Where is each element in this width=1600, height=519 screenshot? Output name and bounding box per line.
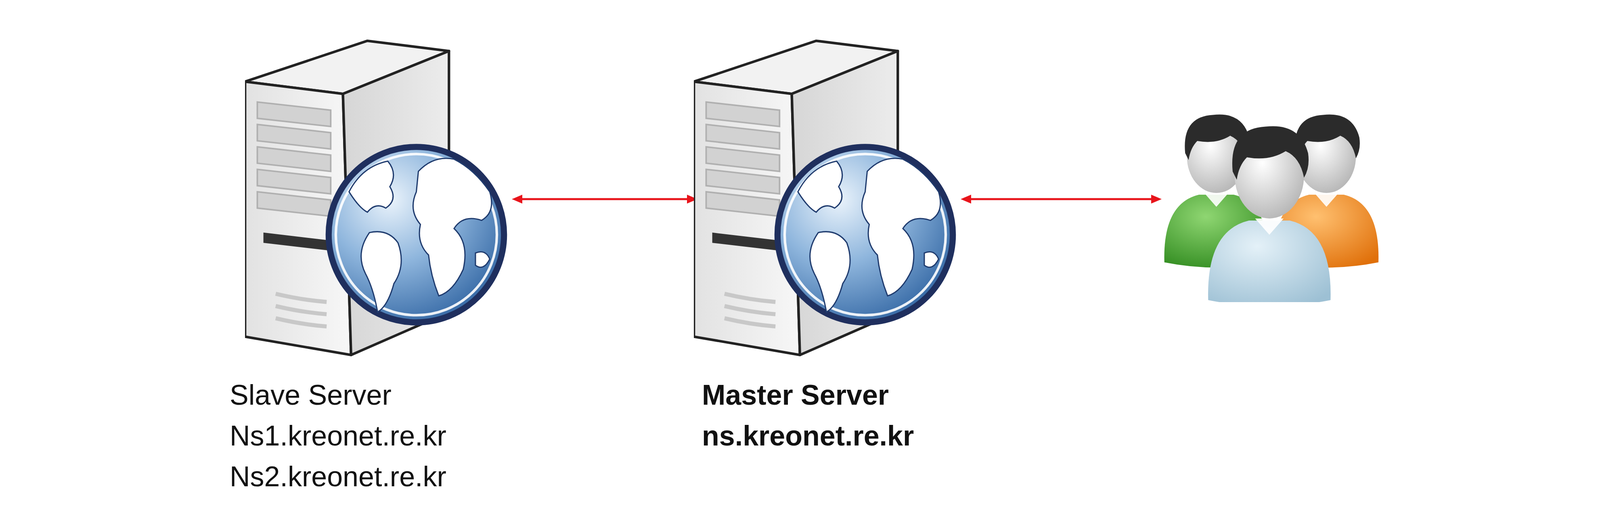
server-node: Master Serverns.kreonet.re.kr (699, 38, 960, 457)
host-name: Ns1.kreonet.re.kr (229, 415, 447, 457)
users-icon (1163, 102, 1388, 302)
text-group: Master Serverns.kreonet.re.kr (701, 374, 914, 457)
server-name: Master Server (701, 374, 914, 416)
server-icon (245, 38, 511, 357)
bidirectional-arrow (960, 194, 1162, 204)
user-group (1163, 102, 1388, 302)
bidirectional-arrow (511, 194, 698, 204)
server-name: Slave Server (229, 374, 447, 416)
users-illustration (1163, 102, 1388, 304)
host-name: ns.kreonet.re.kr (701, 415, 914, 457)
server-illustration (693, 38, 960, 359)
server-icon (693, 38, 960, 357)
text-group: Slave ServerNs1.kreonet.re.krNs2.kreonet… (229, 374, 447, 497)
host-name: Ns2.kreonet.re.kr (229, 456, 447, 497)
server-node: Slave ServerNs1.kreonet.re.krNs2.kreonet… (229, 38, 511, 497)
server-illustration (245, 38, 511, 359)
